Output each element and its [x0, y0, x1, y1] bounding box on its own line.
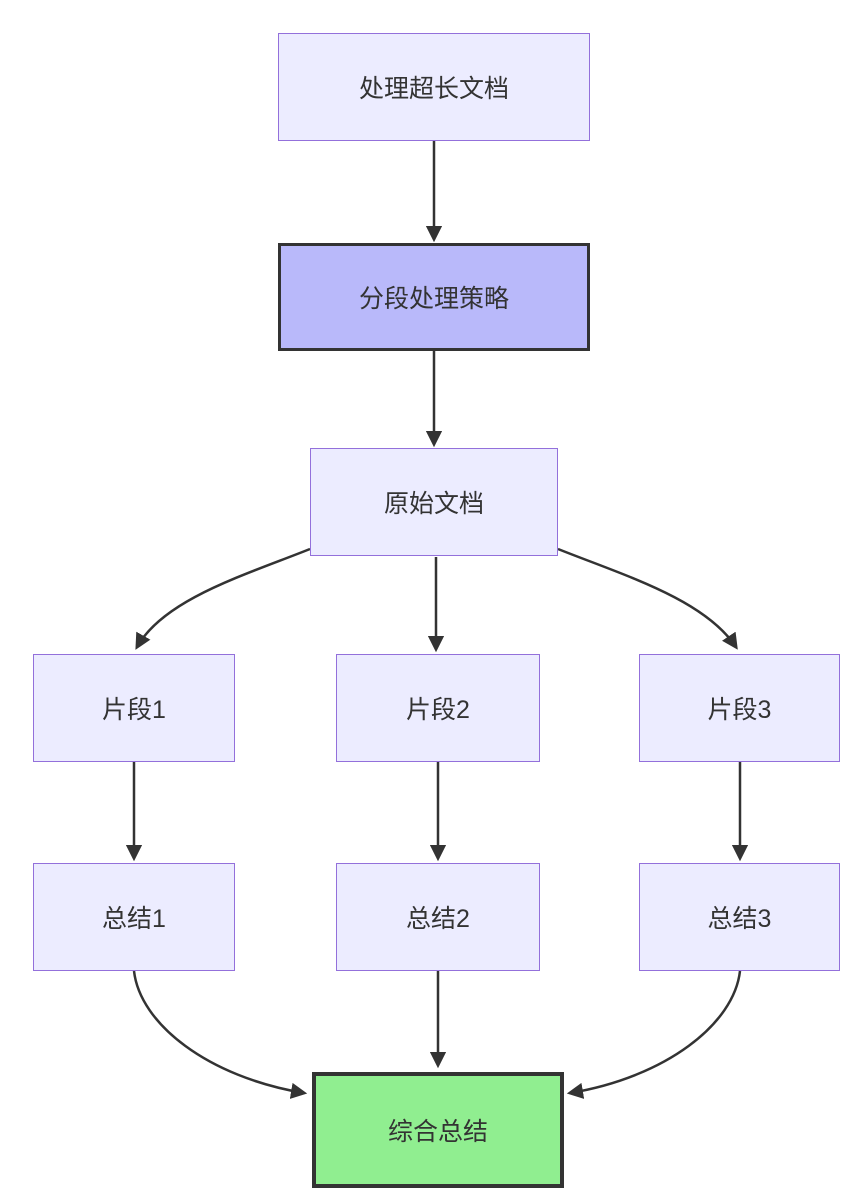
node-summary-1-label: 总结1 — [102, 905, 166, 933]
node-summary-2-label: 总结2 — [406, 905, 470, 933]
node-summary-3-label: 总结3 — [707, 905, 772, 933]
edge-summary-3-to-combined — [566, 970, 742, 1099]
edge-original-doc-to-fragment-3 — [557, 547, 738, 650]
node-combined-summary: 综合总结 — [312, 1072, 564, 1188]
node-original-document-label: 原始文档 — [383, 490, 484, 518]
node-combined-summary-label: 综合总结 — [387, 1118, 488, 1146]
node-summary-3: 总结3 — [639, 863, 840, 971]
node-fragment-1: 片段1 — [33, 654, 235, 762]
node-segmentation-strategy-label: 分段处理策略 — [358, 285, 509, 313]
node-summary-2: 总结2 — [336, 863, 540, 971]
edge-summary-1-to-combined — [132, 970, 308, 1099]
edge-original-doc-to-fragment-1 — [135, 547, 311, 650]
node-summary-1: 总结1 — [33, 863, 235, 971]
node-handle-long-document-label: 处理超长文档 — [358, 75, 509, 103]
node-fragment-1-label: 片段1 — [102, 696, 166, 724]
node-fragment-3-label: 片段3 — [707, 696, 772, 724]
node-segmentation-strategy: 分段处理策略 — [278, 243, 590, 351]
node-fragment-3: 片段3 — [639, 654, 840, 762]
node-fragment-2: 片段2 — [336, 654, 540, 762]
node-handle-long-document: 处理超长文档 — [278, 33, 590, 141]
node-fragment-2-label: 片段2 — [406, 696, 470, 724]
node-original-document: 原始文档 — [310, 448, 558, 556]
